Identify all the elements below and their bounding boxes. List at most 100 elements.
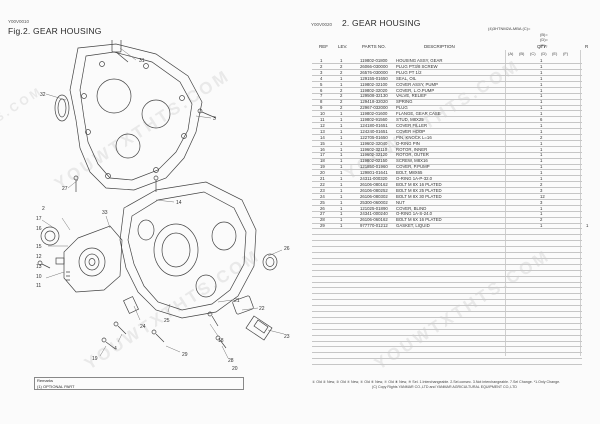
cell-ref: 24 xyxy=(320,193,325,199)
divider xyxy=(505,50,506,356)
cell-description: O-RING 1A-S-24.0 xyxy=(396,211,433,217)
callout: 21 xyxy=(234,298,240,304)
row-line xyxy=(312,92,582,94)
row-line xyxy=(312,246,582,248)
callout: 25 xyxy=(164,318,170,324)
cell-lev: 2 xyxy=(340,93,343,99)
cell-qty: 1 xyxy=(540,99,543,105)
cell-description: BOLT M 8X 16 PLATED xyxy=(396,181,442,187)
cell-qty: 1 xyxy=(540,81,543,87)
row-line xyxy=(312,263,582,265)
cell-part-no: 129508-32130 xyxy=(360,93,388,99)
plug xyxy=(111,40,122,53)
rotor-inner xyxy=(44,230,56,242)
watermark: YOUWTXTHTS.COM xyxy=(371,245,554,374)
cell-ref: 2 xyxy=(320,63,323,69)
rotor-outer xyxy=(40,226,60,246)
cell-lev: 1 xyxy=(340,217,343,223)
cell-qty: 1 xyxy=(540,140,543,146)
cell-qty: 2 xyxy=(540,134,543,140)
cell-part-no: 129801-01641 xyxy=(360,170,388,176)
cell-lev: 1 xyxy=(340,158,343,164)
cell-part-no: 119802-01800 xyxy=(360,58,388,63)
cell-description: BOLT, M8X65 xyxy=(396,170,423,176)
cell-qty: 1 xyxy=(540,205,543,211)
cell-part-no: 119602-32040 xyxy=(360,140,388,146)
cell-qty: 1 xyxy=(540,87,543,93)
cell-description: BOLT M 6X 16 PLATED xyxy=(396,217,442,223)
cell-qty: 1 xyxy=(540,158,543,164)
model-code: (D)= xyxy=(540,37,548,42)
cell-part-no: 22967-032000 xyxy=(360,105,388,111)
footer: ① Old ② New, ③ Old ④ New, ⑤ Old ⑥ New, ⑦… xyxy=(312,380,592,390)
cell-part-no: 129155-01650 xyxy=(360,75,388,81)
cell-ref: 4 xyxy=(320,75,323,81)
cell-qty: 1 xyxy=(540,211,543,217)
row-line xyxy=(312,352,582,354)
cell-qty: 3 xyxy=(540,199,543,205)
cell-lev: 1 xyxy=(340,187,343,193)
cell-ref: 12 xyxy=(320,122,325,128)
row-line xyxy=(312,322,582,324)
cell-ref: 1 xyxy=(320,58,323,63)
col-header-rem: R xyxy=(585,44,589,49)
blind-cover xyxy=(262,253,278,271)
cell-ref: 21 xyxy=(320,176,325,181)
callout: 4 xyxy=(114,346,117,352)
cell-ref: 15 xyxy=(320,140,325,146)
row-line xyxy=(312,104,582,106)
cell-ref: 11 xyxy=(320,117,325,122)
cell-ref: 29 xyxy=(320,223,325,229)
remarks-label: Remarks xyxy=(37,378,54,383)
cell-qty: 12 xyxy=(540,193,545,199)
row-line xyxy=(312,316,582,318)
cell-qty: 1 xyxy=(540,152,543,158)
cell-description: PLUG PT3/8 SCREW xyxy=(396,63,438,69)
cell-lev: 2 xyxy=(340,63,343,69)
cell-description: GASKET, LIQUID xyxy=(396,223,430,229)
row-line xyxy=(312,75,582,76)
row-line xyxy=(312,364,582,366)
cell-part-no: 119602-32120 xyxy=(360,152,388,158)
row-line xyxy=(312,116,582,118)
callout: 16 xyxy=(36,226,42,232)
cell-description: HOUSING ASSY, GEAR xyxy=(396,58,443,63)
oil-seal xyxy=(54,94,70,122)
cell-lev: 1 xyxy=(340,205,343,211)
divider xyxy=(580,50,581,356)
cell-description: SPRING xyxy=(396,99,413,105)
callout: 20 xyxy=(232,366,238,370)
exploded-diagram: 31 1 3 32 27 2 17 16 33 14 15 12 13 10 1… xyxy=(36,40,290,370)
col-header-partno: PARTS NO. xyxy=(362,44,386,49)
cell-lev: 2 xyxy=(340,87,343,93)
row-line xyxy=(312,240,582,242)
row-line xyxy=(312,210,582,212)
cell-qty: 3 xyxy=(540,187,543,193)
cell-qty: 1 xyxy=(540,63,543,69)
cell-part-no: 26576-030000 xyxy=(360,69,388,75)
model-code: (B)= xyxy=(540,31,548,37)
row-line xyxy=(312,299,582,301)
callout: 11 xyxy=(36,283,41,289)
cell-ref: 5 xyxy=(320,81,323,87)
footer-copyright: (C) Copy Rights YANMAR CO.,LTD and YANMA… xyxy=(372,385,517,389)
cell-description: PLUG xyxy=(396,105,408,111)
row-line xyxy=(312,163,582,165)
gear-case-flange xyxy=(69,43,203,191)
cell-rem: 1 xyxy=(586,223,589,229)
cell-lev: 1 xyxy=(340,193,343,199)
row-line xyxy=(312,128,582,130)
cell-description: FLANGE, GEAR CASE xyxy=(396,111,441,117)
cell-description: COVER, P.PUMP xyxy=(396,164,430,170)
row-line xyxy=(312,98,582,100)
row-line xyxy=(312,328,582,330)
row-line xyxy=(312,346,582,348)
cell-part-no: 119602-32110 xyxy=(360,146,388,152)
cell-description: SEAL, OIL xyxy=(396,75,417,81)
cell-qty: 1 xyxy=(540,146,543,152)
row-line xyxy=(312,151,582,153)
cell-lev: 2 xyxy=(340,105,343,111)
cell-part-no: 119802-91560 xyxy=(360,117,388,122)
cell-description: BOLT M 8X 25 PLATED xyxy=(396,187,442,193)
cell-lev: 1 xyxy=(340,176,343,181)
